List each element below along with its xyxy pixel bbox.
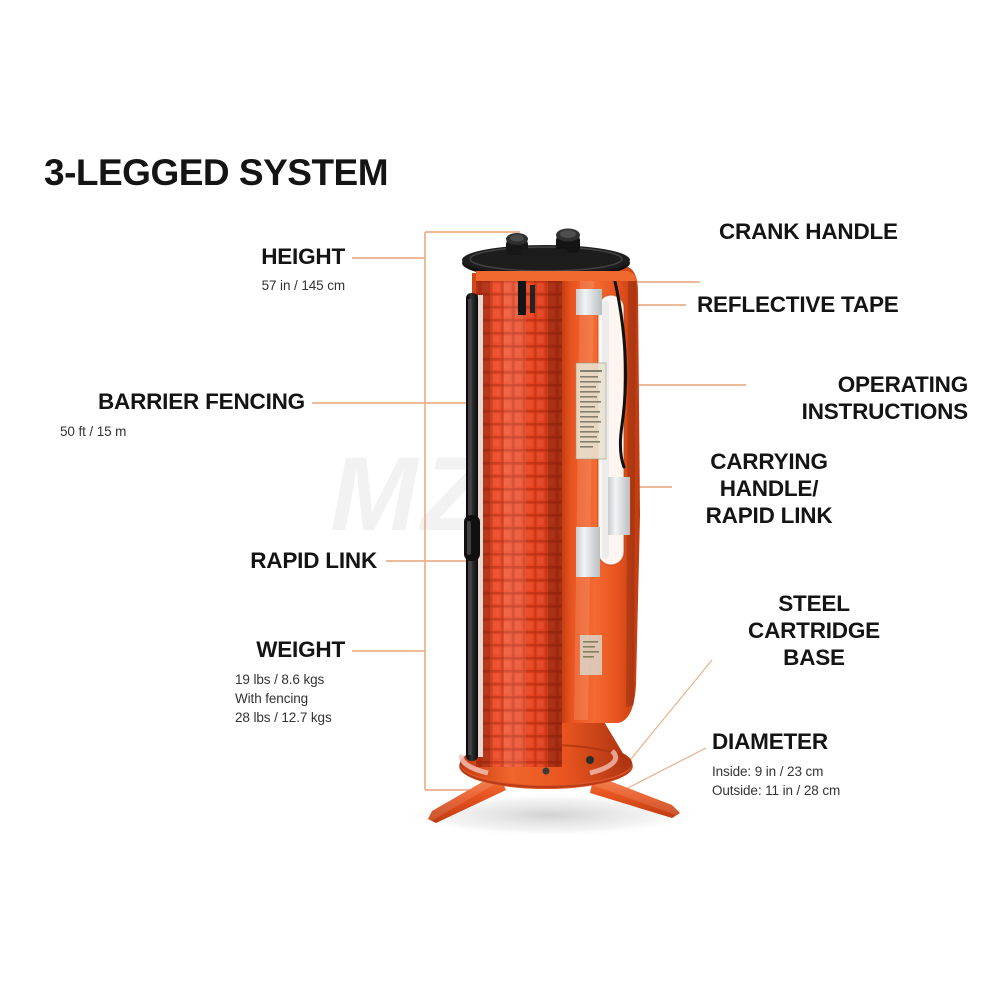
- product-illustration: [380, 215, 720, 835]
- callout-barrier-fencing-detail: 50 ft / 15 m: [60, 424, 127, 439]
- reflective-tape-top: [576, 289, 602, 315]
- callout-reflective-tape-label: REFLECTIVE TAPE: [697, 292, 899, 317]
- reflective-tape-lower: [576, 527, 600, 577]
- operating-instructions-label: [575, 362, 607, 460]
- callout-barrier-fencing-label: BARRIER FENCING: [97, 389, 305, 414]
- callout-weight-label: WEIGHT: [256, 637, 345, 662]
- callout-weight: WEIGHT 19 lbs / 8.6 kgs With fencing 28 …: [150, 636, 345, 727]
- callout-weight-detail-2: With fencing: [235, 691, 309, 706]
- callout-steel-cartridge-base-line-1: STEEL: [778, 591, 850, 616]
- callout-operating-instructions-line-2: INSTRUCTIONS: [801, 399, 969, 424]
- callout-diameter: DIAMETER Inside: 9 in / 23 cm Outside: 1…: [712, 728, 962, 800]
- bungee-strap: [612, 275, 628, 469]
- callout-reflective-tape: REFLECTIVE TAPE: [697, 291, 962, 318]
- callout-weight-detail-3: 28 lbs / 12.7 kgs: [235, 710, 332, 725]
- callout-weight-detail-1: 19 lbs / 8.6 kgs: [235, 672, 325, 687]
- callout-barrier-fencing: BARRIER FENCING 50 ft / 15 m: [60, 388, 305, 441]
- top-collar: [476, 271, 636, 281]
- callout-diameter-detail-1: Inside: 9 in / 23 cm: [712, 764, 824, 779]
- callout-diameter-label: DIAMETER: [712, 729, 828, 754]
- callout-height-detail: 57 in / 145 cm: [261, 278, 346, 293]
- product-svg: [400, 228, 700, 835]
- orange-mesh-fencing: [476, 277, 562, 767]
- crank-arm: [520, 249, 568, 256]
- callout-steel-cartridge-base: STEEL CARTRIDGE BASE: [700, 590, 928, 671]
- crank-knob-right: [556, 228, 580, 253]
- callout-carrying-handle: CARRYING HANDLE/ RAPID LINK: [650, 448, 888, 529]
- callout-diameter-detail-2: Outside: 11 in / 28 cm: [712, 783, 841, 798]
- reflective-tape: [576, 289, 630, 577]
- cartridge-body: [466, 267, 640, 767]
- lower-label: [580, 635, 602, 675]
- callout-crank-handle-label: CRANK HANDLE: [719, 219, 898, 244]
- crank-handle-assembly: [462, 228, 636, 281]
- callout-carrying-handle-line-2: HANDLE/: [719, 476, 819, 501]
- callout-operating-instructions: OPERATING INSTRUCTIONS: [700, 371, 969, 425]
- callout-operating-instructions-line-1: OPERATING: [837, 372, 968, 397]
- callout-rapid-link-label: RAPID LINK: [250, 548, 377, 573]
- callout-steel-cartridge-base-line-2: CARTRIDGE: [748, 618, 880, 643]
- tripod-leg-left: [428, 773, 506, 823]
- callout-crank-handle: CRANK HANDLE: [719, 218, 969, 245]
- callout-carrying-handle-line-1: CARRYING: [710, 449, 828, 474]
- tripod-leg-right: [590, 775, 680, 818]
- callout-steel-cartridge-base-line-3: BASE: [783, 645, 845, 670]
- callout-rapid-link: RAPID LINK: [185, 547, 377, 574]
- base-bolt-right: [586, 756, 594, 764]
- winder-shaft: [518, 281, 526, 315]
- rapid-link: [464, 515, 480, 561]
- callout-carrying-handle-line-3: RAPID LINK: [705, 503, 833, 528]
- callout-height-label: HEIGHT: [261, 244, 345, 269]
- callout-height: HEIGHT 57 in / 145 cm: [130, 243, 345, 295]
- reflective-tape-mid: [608, 477, 630, 535]
- page-title: 3-LEGGED SYSTEM: [44, 152, 389, 193]
